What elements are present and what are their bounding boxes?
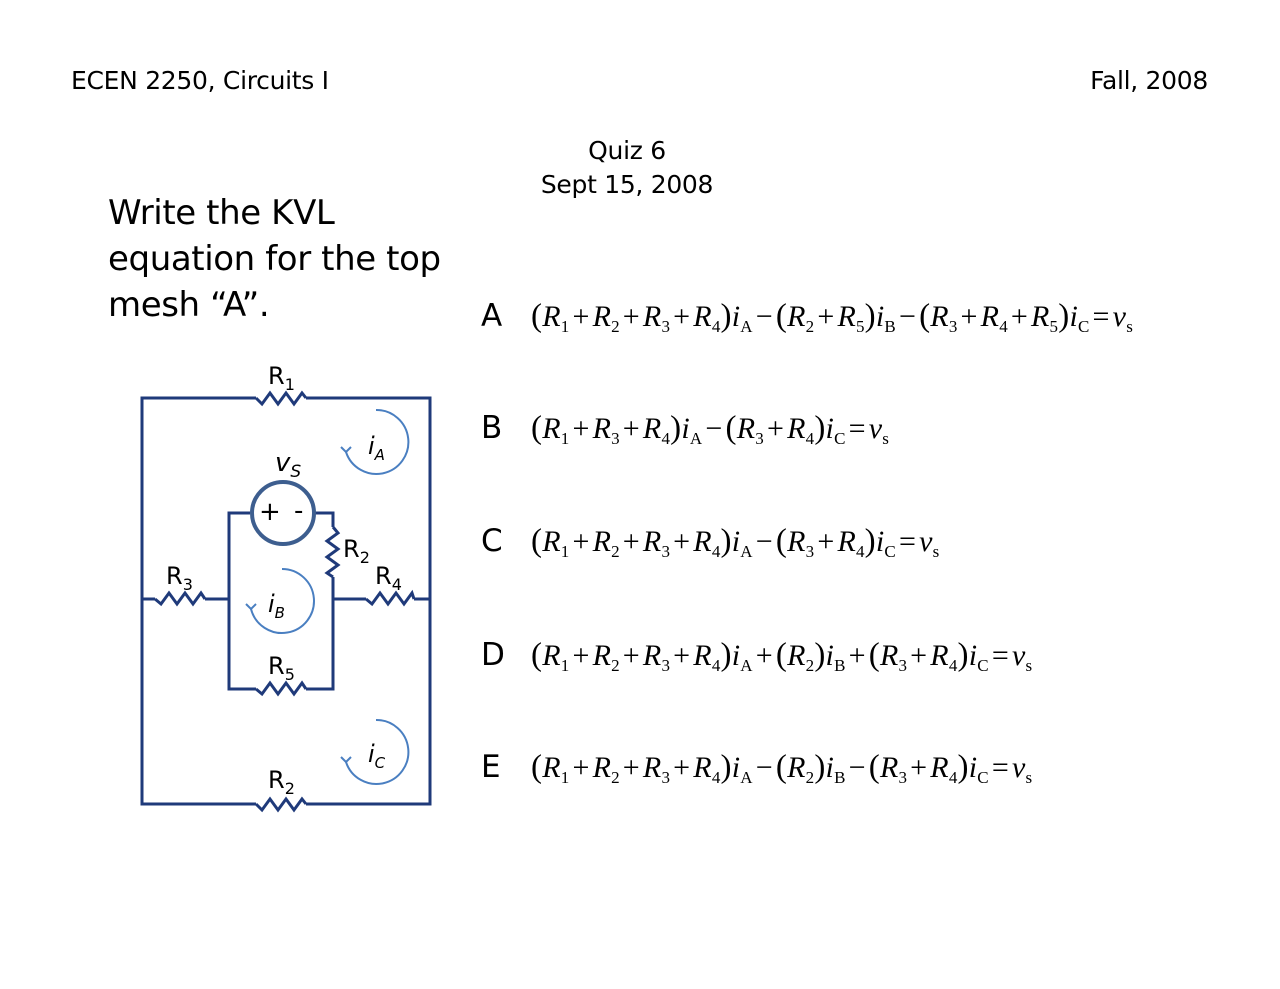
mesh-c-arrow-icon — [345, 718, 410, 785]
source-plus-icon: + — [259, 497, 281, 527]
option-equation: (R1+R2+R3+R4)iA−(R2)iB−(R3+R4)iC=vs — [531, 749, 1033, 787]
resistor-r2-bottom — [254, 796, 308, 813]
label-ib: iB — [268, 590, 285, 622]
inner-left-wire — [227, 511, 335, 691]
mesh-b-arrow-icon — [250, 568, 315, 634]
option-letter: A — [481, 298, 503, 334]
option-a[interactable]: A (R1+R2+R3+R4)iA−(R2+R5)iB−(R3+R4+R5)iC… — [481, 298, 1133, 335]
option-letter: E — [481, 749, 501, 785]
source-right-wire — [315, 511, 335, 599]
option-letter: D — [481, 637, 505, 673]
resistor-r5 — [255, 680, 308, 697]
label-r2-bottom: R2 — [268, 766, 295, 798]
option-letter: B — [481, 410, 503, 446]
option-equation: (R1+R2+R3+R4)iA−(R2+R5)iB−(R3+R4+R5)iC=v… — [531, 298, 1134, 336]
quiz-date: Sept 15, 2008 — [540, 170, 714, 199]
label-r3: R3 — [166, 562, 193, 594]
option-equation: (R1+R2+R3+R4)iA+(R2)iB+(R3+R4)iC=vs — [531, 637, 1033, 675]
option-d[interactable]: D (R1+R2+R3+R4)iA+(R2)iB+(R3+R4)iC=vs — [481, 637, 1032, 674]
quiz-title: Quiz 6 — [588, 136, 666, 165]
outer-wire — [140, 396, 432, 806]
source-minus-icon: - — [294, 496, 304, 526]
prompt-line-2: equation for the top — [108, 239, 441, 279]
prompt-line-3: mesh “A”. — [108, 285, 270, 325]
label-ic: iC — [368, 740, 386, 772]
resistor-r2-mid — [324, 526, 341, 579]
option-c[interactable]: C (R1+R2+R3+R4)iA−(R3+R4)iC=vs — [481, 523, 939, 560]
term-header: Fall, 2008 — [1090, 66, 1208, 95]
prompt-line-1: Write the KVL — [108, 193, 335, 233]
label-vs: vS — [275, 448, 302, 483]
voltage-source — [250, 480, 316, 546]
option-equation: (R1+R3+R4)iA−(R3+R4)iC=vs — [531, 410, 890, 448]
mesh-a-arrow-icon — [345, 408, 410, 475]
option-letter: C — [481, 523, 503, 559]
quiz-title-block: Quiz 6 Sept 15, 2008 — [0, 134, 1254, 202]
resistor-r4 — [365, 589, 416, 607]
label-ia: iA — [368, 432, 385, 464]
label-r4: R4 — [375, 562, 402, 594]
course-header: ECEN 2250, Circuits I — [71, 66, 329, 95]
resistor-r3 — [154, 590, 207, 607]
question-prompt: Write the KVL equation for the top mesh … — [108, 190, 468, 328]
resistor-r1 — [254, 390, 308, 407]
option-e[interactable]: E (R1+R2+R3+R4)iA−(R2)iB−(R3+R4)iC=vs — [481, 749, 1032, 786]
option-b[interactable]: B (R1+R3+R4)iA−(R3+R4)iC=vs — [481, 410, 889, 447]
label-r1: R1 — [268, 362, 295, 394]
label-r5: R5 — [268, 652, 295, 684]
option-equation: (R1+R2+R3+R4)iA−(R3+R4)iC=vs — [531, 523, 940, 561]
label-r2-mid: R2 — [343, 535, 370, 567]
